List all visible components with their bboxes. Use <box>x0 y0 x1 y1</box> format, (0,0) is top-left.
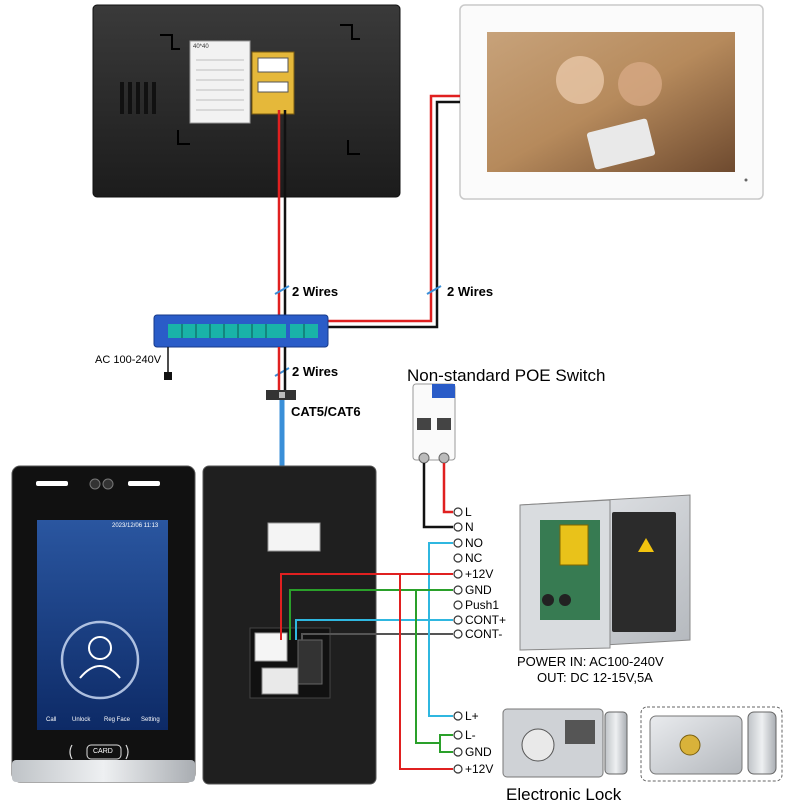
terminal-label: +12V <box>465 762 494 776</box>
terminal-label: L <box>465 505 472 519</box>
terminal-label: CONT- <box>465 627 503 641</box>
wire-label-monitor-2: 2 Wires <box>447 284 494 299</box>
cable-connector <box>266 390 296 400</box>
monitor-sticker-text: 40*40 <box>193 44 209 50</box>
terminal-label: NC <box>465 551 483 565</box>
circuit-breaker <box>412 383 456 464</box>
ac-input-label: AC 100-240V <box>95 354 162 366</box>
terminal-label: N <box>465 520 474 534</box>
door-screen-datetime: 2023/12/06 11:13 <box>112 523 159 529</box>
power-to-lock-wires <box>399 542 453 770</box>
wire-break-marks <box>274 285 442 377</box>
terminal-label: GND <box>465 583 492 597</box>
power-input-spec: POWER IN: AC100-240V <box>517 654 664 669</box>
breaker-wires <box>422 463 453 529</box>
electronic-lock-internal <box>502 708 628 778</box>
electronic-lock-label: Electronic Lock <box>506 785 622 804</box>
poe-switch-title: Non-standard POE Switch <box>407 366 606 385</box>
indoor-monitor-front <box>459 4 764 200</box>
poe-switch <box>153 314 329 380</box>
terminal-circles <box>453 507 463 774</box>
electronic-lock-external <box>640 706 783 782</box>
terminal-label: NO <box>465 536 483 550</box>
card-reader-label: CARD <box>93 748 113 755</box>
door-station-front <box>11 465 196 783</box>
indoor-monitor-back <box>92 4 401 198</box>
terminal-label: GND <box>465 745 492 759</box>
terminal-label: Push1 <box>465 598 500 612</box>
switch-to-door-wires <box>277 347 287 392</box>
power-supply-unit <box>519 494 691 651</box>
wire-label-monitor-1: 2 Wires <box>292 284 339 299</box>
door-screen-button: Reg Face <box>104 717 131 723</box>
terminal-label: L+ <box>465 709 479 723</box>
terminal-label: L- <box>465 728 476 742</box>
door-screen-button: Setting <box>141 717 160 723</box>
power-output-spec: OUT: DC 12-15V,5A <box>537 670 653 685</box>
monitor-wires <box>277 94 460 329</box>
door-screen-button: Unlock <box>72 717 91 723</box>
door-screen-button: Call <box>46 717 57 723</box>
cable-type-label: CAT5/CAT6 <box>291 404 361 419</box>
wire-label-door-station: 2 Wires <box>292 364 339 379</box>
terminal-label: CONT+ <box>465 613 507 627</box>
terminal-label: +12V <box>465 567 494 581</box>
